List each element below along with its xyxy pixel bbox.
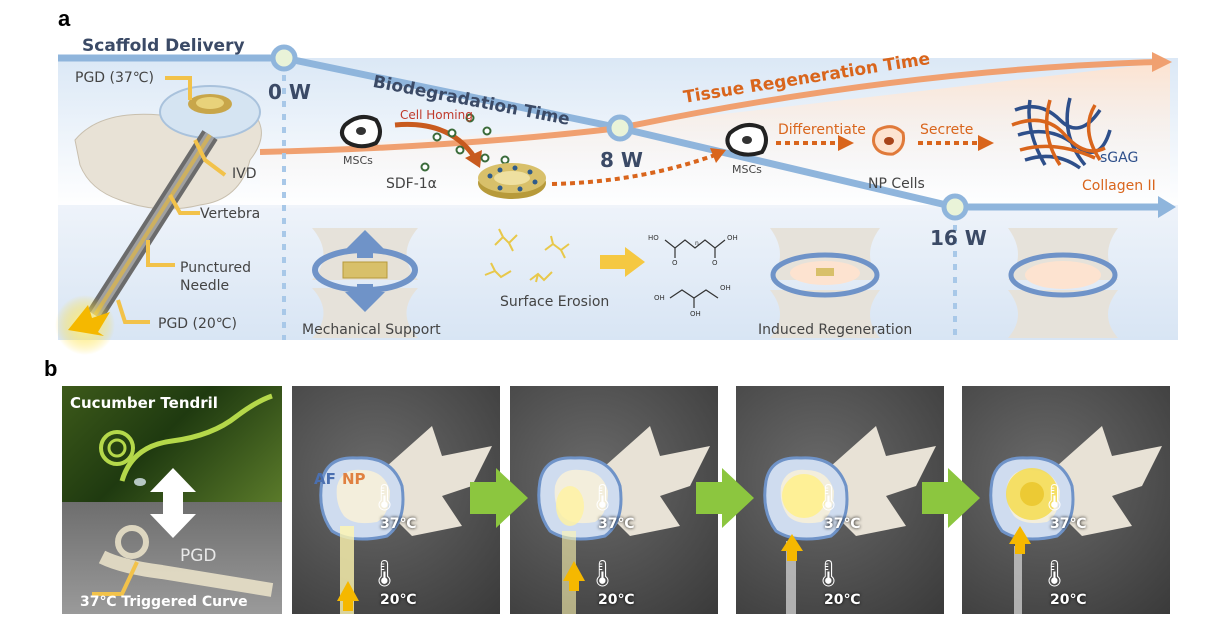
- week-0-label: 0 W: [268, 80, 311, 104]
- vertebra-label: Vertebra: [200, 206, 261, 222]
- green-arrow-icon: [470, 468, 528, 528]
- thermometer-cold-icon: 🌡: [586, 558, 620, 588]
- panel-a-diagram: [55, 44, 1178, 355]
- thermometer-hot-icon: 🌡: [586, 482, 620, 512]
- stage-photo-3: 🌡 37℃ 🌡 20℃: [736, 386, 944, 614]
- secrete-arrowhead: [978, 135, 994, 151]
- induced-regeneration-illustration: [770, 228, 880, 338]
- chem-label: OH: [720, 284, 731, 292]
- green-arrow-icon: [922, 468, 980, 528]
- collagen-network: [1011, 97, 1112, 170]
- temp-hot-label: 37℃: [1050, 516, 1087, 532]
- week-0-marker: [270, 44, 298, 72]
- mscs-label-2: MSCs: [732, 163, 762, 176]
- thermometer-hot-icon: 🌡: [812, 482, 846, 512]
- chem-label: O: [712, 259, 718, 267]
- panel-b-letter: b: [44, 356, 58, 381]
- scaffold-disc: [478, 163, 546, 199]
- surface-erosion-label: Surface Erosion: [500, 294, 610, 310]
- erosion-arrow: [600, 247, 645, 277]
- stage-photo-4: 🌡 37℃ 🌡 20℃: [962, 386, 1170, 614]
- regeneration-arrowhead: [1152, 52, 1172, 72]
- thermometer-cold-icon: 🌡: [368, 558, 402, 588]
- thermometer-hot-icon: 🌡: [1038, 482, 1072, 512]
- sgag-label: sGAG: [1100, 150, 1139, 166]
- np-label: NP: [342, 470, 366, 488]
- temp-hot-label: 37℃: [598, 516, 635, 532]
- differentiate-label: Differentiate: [778, 122, 866, 138]
- chem-label: OH: [654, 294, 665, 302]
- triggered-curve-label: 37℃ Triggered Curve: [80, 594, 248, 610]
- week-8-marker: [606, 114, 634, 142]
- week-16-marker: [941, 193, 969, 221]
- scaffold-delivery-label: Scaffold Delivery: [82, 36, 245, 56]
- push-arrow-icon: [68, 305, 110, 336]
- vertebra-icon: [319, 426, 492, 614]
- chem-label: HO: [648, 234, 659, 242]
- temp-cold-label: 20℃: [1050, 592, 1087, 608]
- af-label: AF: [314, 470, 336, 488]
- cell-homing-arrowhead: [465, 150, 482, 168]
- vertebra-icon: [763, 426, 936, 614]
- temp-cold-label: 20℃: [824, 592, 861, 608]
- migration-arrowhead: [710, 148, 726, 163]
- pgd-strip-icon: [92, 525, 274, 597]
- differentiate-arrowhead: [838, 135, 854, 151]
- chem-label: O: [672, 259, 678, 267]
- chem-label: OH: [690, 310, 701, 318]
- regeneration-line: [259, 59, 1156, 155]
- np-cell-icon: [872, 125, 905, 156]
- mechanical-support-label: Mechanical Support: [302, 322, 441, 338]
- ivd-label: IVD: [232, 166, 257, 182]
- pgd-37-label: PGD (37℃): [75, 70, 154, 86]
- temp-hot-label: 37℃: [380, 516, 417, 532]
- punctured-label: Punctured: [180, 260, 251, 276]
- temp-hot-label: 37℃: [824, 516, 861, 532]
- msc-cell-icon-2: [725, 122, 768, 157]
- polymer-icon: [484, 228, 570, 283]
- secrete-label: Secrete: [920, 122, 974, 138]
- stage-photo-1: AF NP 🌡 37℃ 🌡 20℃: [292, 386, 500, 614]
- ivd-illustration: [74, 85, 262, 210]
- msc-cell-icon: [340, 114, 382, 149]
- chem-label: OH: [727, 234, 738, 242]
- mechanical-support-illustration: [312, 228, 418, 338]
- thermometer-hot-icon: 🌡: [368, 482, 402, 512]
- needle: [87, 130, 218, 320]
- biodegradation-arrowhead: [1158, 196, 1176, 218]
- pgd-20-label: PGD (20℃): [158, 316, 237, 332]
- vertebra-icon: [989, 426, 1162, 614]
- vertebra-icon: [537, 426, 710, 614]
- cucumber-tendril-label: Cucumber Tendril: [70, 394, 218, 412]
- green-arrow-icon: [696, 468, 754, 528]
- temp-cold-label: 20℃: [380, 592, 417, 608]
- leader-lines: [116, 76, 227, 324]
- collagen-label: Collagen II: [1082, 178, 1156, 194]
- week-8-label: 8 W: [600, 148, 643, 172]
- thermometer-cold-icon: 🌡: [812, 558, 846, 588]
- panel-a-letter: a: [58, 6, 71, 31]
- sdf-label: SDF-1α: [386, 176, 437, 192]
- week-16-label: 16 W: [930, 226, 987, 250]
- migration-arrow: [551, 153, 716, 186]
- cell-homing-label: Cell Homing: [400, 108, 473, 122]
- tendril-icon: [99, 393, 273, 486]
- needle-label: Needle: [180, 278, 230, 294]
- pgd-label: PGD: [180, 546, 217, 566]
- temp-cold-label: 20℃: [598, 592, 635, 608]
- chem-structures: [664, 239, 726, 308]
- final-disc-illustration: [1008, 228, 1118, 338]
- np-cells-label: NP Cells: [868, 176, 925, 192]
- double-arrow-icon: [150, 468, 196, 538]
- mscs-label-1: MSCs: [343, 154, 373, 167]
- cell-homing-arrow: [394, 121, 478, 160]
- induced-regeneration-label: Induced Regeneration: [758, 322, 913, 338]
- thermometer-cold-icon: 🌡: [1038, 558, 1072, 588]
- chem-label: n: [695, 240, 699, 247]
- bottom-band: [58, 205, 1178, 340]
- stage-photo-2: 🌡 37℃ 🌡 20℃: [510, 386, 718, 614]
